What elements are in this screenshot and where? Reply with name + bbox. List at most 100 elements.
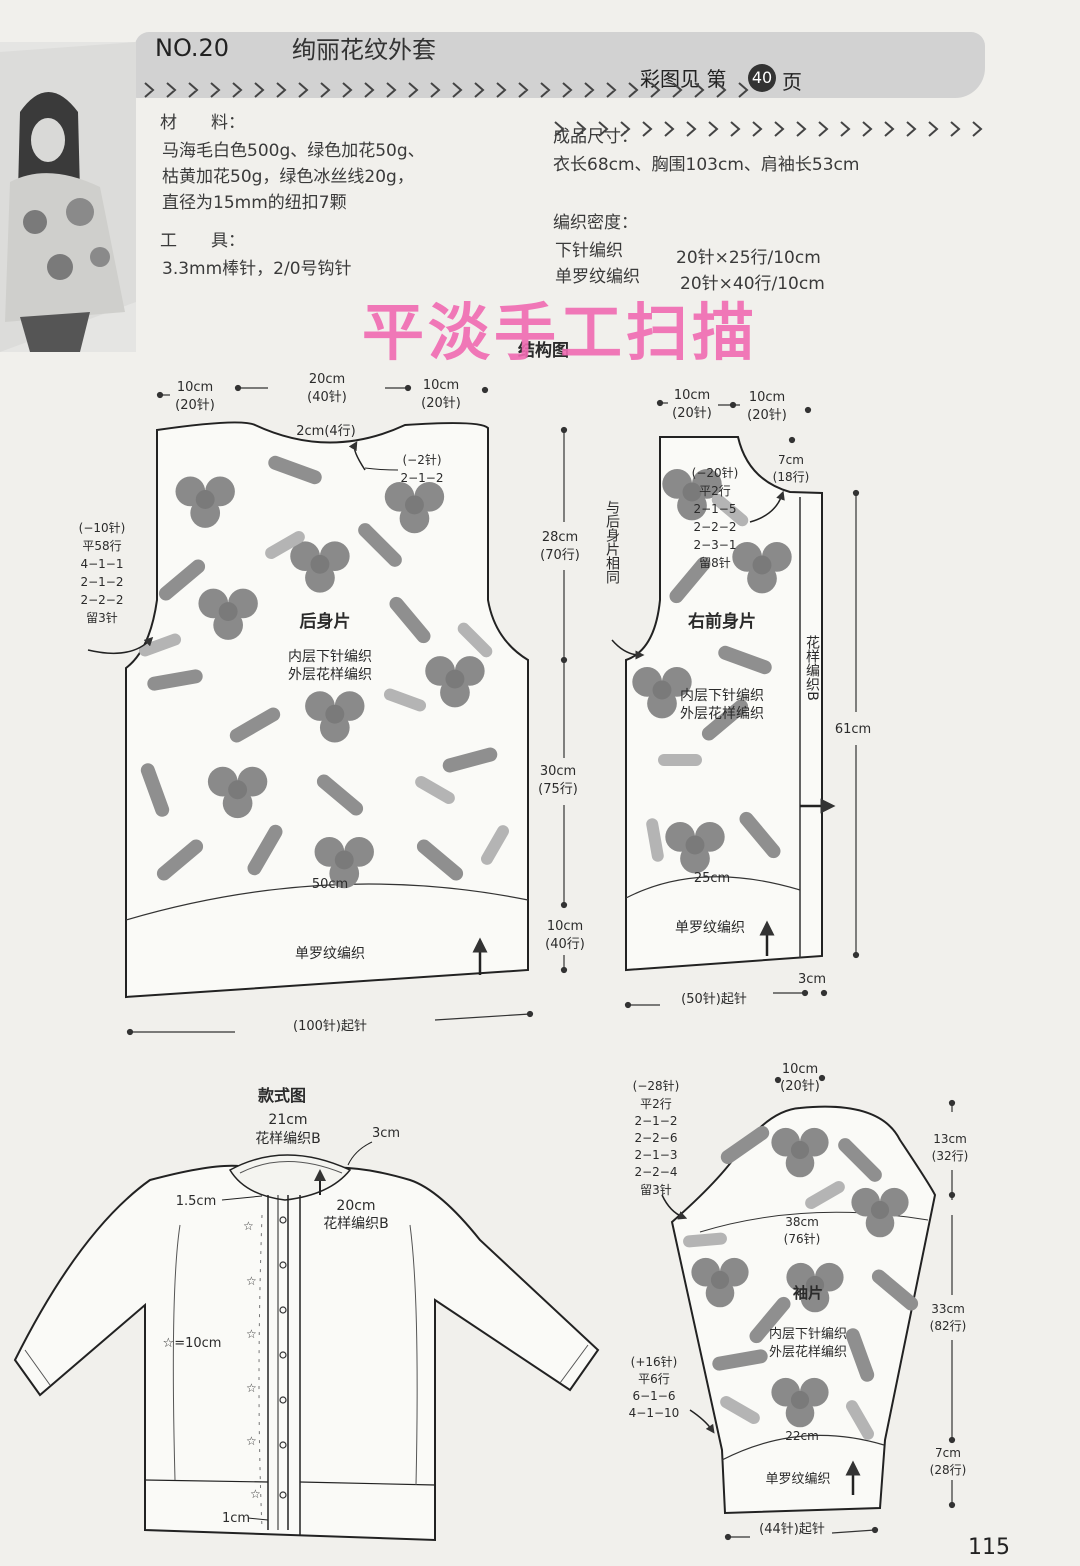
back-h1: 28cm: [542, 530, 578, 545]
gauge-value-1: 20针×25行/10cm: [676, 248, 821, 268]
materials-line-3: 直径为15mm的纽扣7颗: [162, 193, 347, 213]
front-title: 右前身片: [688, 611, 756, 632]
back-h3-rows: (40行): [545, 937, 585, 952]
back-top-left-st: (20针): [175, 398, 215, 413]
back-dimension-lines: [126, 384, 568, 1036]
gauge-name-1: 下针编织: [555, 241, 623, 261]
back-neck-arrow: [348, 441, 366, 471]
front-neck-dec-5: 2−3−1: [693, 538, 736, 552]
style-star-note: ☆=10cm: [163, 1336, 222, 1351]
tools-label: 工 具：: [160, 231, 245, 251]
sleeve-rib: 单罗纹编织: [765, 1472, 830, 1487]
svg-text:☆: ☆: [243, 1219, 254, 1233]
back-arm-5: 2−2−2: [80, 593, 123, 607]
svg-text:☆: ☆: [246, 1274, 257, 1288]
svg-text:☆: ☆: [246, 1381, 257, 1395]
color-ref-page-prefix: 第: [706, 67, 727, 91]
front-dimension-lines: [624, 399, 860, 1009]
back-h2-rows: (75行): [538, 782, 578, 797]
style-collar: 21cm: [268, 1112, 307, 1128]
back-rib: 单罗纹编织: [295, 946, 365, 962]
sleeve-h3-rows: (28行): [930, 1463, 967, 1477]
sleeve-cap-2: 平2行: [640, 1097, 672, 1111]
front-neck-dec-6: 留8针: [699, 555, 731, 570]
front-width: 25cm: [694, 871, 730, 886]
front-band-width: 3cm: [798, 972, 826, 987]
header-banner: [135, 32, 985, 98]
back-title: 后身片: [300, 611, 351, 632]
back-h2: 30cm: [540, 764, 576, 779]
size-line-1: 衣长68cm、胸围103cm、肩袖长53cm: [553, 155, 860, 175]
front-neck-arrow: [749, 490, 785, 523]
front-neck-dec-4: 2−2−2: [693, 520, 736, 534]
sleeve-dimension-lines: [724, 1074, 956, 1541]
style-band: 20cm: [336, 1198, 375, 1214]
sleeve-piece: 袖片 内层下针编织 外层花样编织 单罗纹编织 38cm (76针) 22cm 1…: [629, 1062, 968, 1541]
sleeve-top-st: (20针): [780, 1079, 820, 1094]
style-collar-pattern: 花样编织B: [255, 1131, 321, 1147]
gauge-name-2: 单罗纹编织: [555, 267, 640, 287]
svg-text:☆: ☆: [246, 1434, 257, 1448]
sleeve-h3: 7cm: [935, 1446, 961, 1460]
sleeve-layer1: 内层下针编织: [769, 1326, 847, 1342]
front-top-left: 10cm: [674, 388, 710, 403]
style-band-pattern: 花样编织B: [323, 1216, 389, 1232]
watermark: 平淡手工扫描: [362, 296, 759, 369]
front-cast-on: (50针)起针: [681, 992, 747, 1007]
banner-arrows: [144, 82, 749, 98]
star-marks: ☆ ☆ ☆ ☆ ☆ ☆: [243, 1219, 261, 1501]
back-top-right: 10cm: [423, 378, 459, 393]
back-arm-6: 留3针: [86, 610, 118, 625]
front-piece: 右前身片 内层下针编织 外层花样编织 单罗纹编织 25cm 10cm (20针)…: [604, 388, 871, 1009]
back-neck-depth: 2cm(4行): [296, 424, 356, 439]
banner-arrows-right: [554, 121, 983, 137]
back-piece: 后身片 内层下针编织 外层花样编织 单罗纹编织 50cm 10cm (20针) …: [79, 372, 585, 1036]
gauge-value-2: 20针×40行/10cm: [680, 274, 825, 294]
style-drawing: 款式图 ☆ ☆ ☆ ☆ ☆ ☆ 21cm 花样编织B: [13, 1086, 600, 1542]
color-ref-prefix: 彩图见: [640, 67, 700, 91]
front-layer1: 内层下针编织: [680, 688, 764, 704]
sleeve-cap-5: 2−1−3: [634, 1148, 677, 1162]
banner-background: [135, 32, 985, 98]
sleeve-lower-width: 22cm: [785, 1429, 819, 1443]
sleeve-inc-1: (+16针): [631, 1354, 678, 1369]
front-neck-dec-1: (−20针): [692, 465, 739, 480]
style-title: 款式图: [258, 1086, 306, 1105]
model-photo: [0, 42, 136, 352]
structure-title: 结构图: [518, 340, 569, 361]
color-ref-page: 40: [748, 64, 776, 92]
sleeve-h2-rows: (82行): [930, 1319, 967, 1333]
back-top-mid: 20cm: [309, 372, 345, 387]
color-ref: 彩图见 第: [640, 63, 726, 92]
materials-line-1: 马海毛白色500g、绿色加花50g、: [162, 141, 425, 161]
sleeve-cap-6: 2−2−4: [634, 1165, 677, 1179]
sleeve-inc-3: 6−1−6: [632, 1389, 675, 1403]
front-band-pattern: 花样编织B: [804, 635, 820, 701]
front-top-right: 10cm: [749, 390, 785, 405]
back-top-mid-st: (40针): [307, 390, 347, 405]
front-top-left-st: (20针): [672, 406, 712, 421]
sleeve-top: 10cm: [782, 1062, 818, 1077]
buttons: [279, 1216, 287, 1499]
sleeve-cap-4: 2−2−6: [634, 1131, 677, 1145]
size-label: 成品尺寸：: [553, 127, 638, 147]
sleeve-h2: 33cm: [931, 1302, 965, 1316]
sleeve-h1: 13cm: [933, 1132, 967, 1146]
materials-line-2: 枯黄加花50g，绿色冰丝线20g，: [162, 167, 414, 187]
svg-text:☆: ☆: [246, 1327, 257, 1341]
back-neck-dec-2: 2−1−2: [400, 471, 443, 485]
back-top-left: 10cm: [177, 380, 213, 395]
sleeve-inc-arrow: [689, 1409, 715, 1434]
front-neck-dec-3: 2−1−5: [693, 502, 736, 516]
style-bottom: 1cm: [222, 1511, 250, 1526]
front-armhole-arrow: [611, 639, 645, 660]
back-h1-rows: (70行): [540, 548, 580, 563]
back-arm-2: 平58行: [82, 539, 121, 553]
front-same-as-back: 与后身片相同: [604, 500, 620, 585]
front-layer2: 外层花样编织: [680, 706, 764, 722]
sleeve-cap-1: (−28针): [633, 1078, 680, 1093]
front-neck: 7cm: [778, 453, 804, 467]
back-arm-1: (−10针): [79, 520, 126, 535]
sleeve-layer2: 外层花样编织: [769, 1344, 847, 1360]
